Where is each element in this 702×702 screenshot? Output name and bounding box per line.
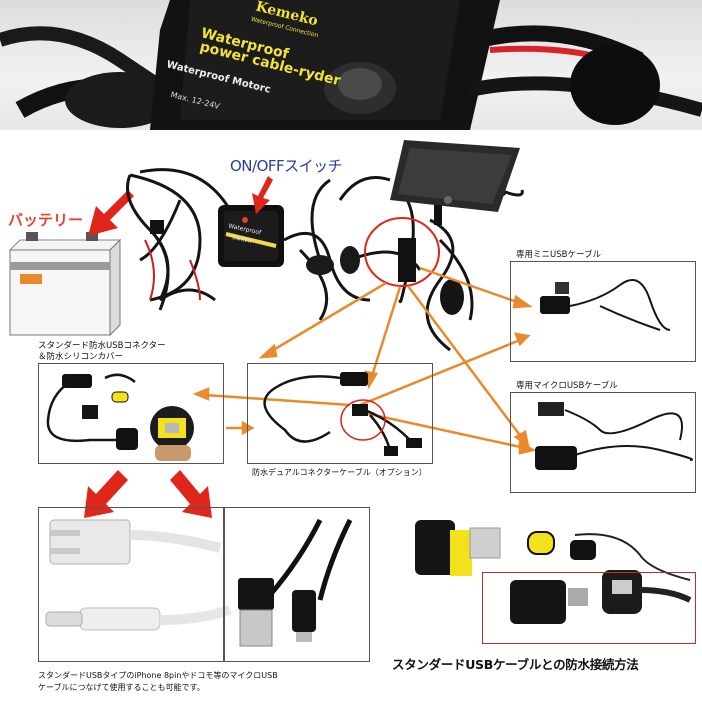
arrow-to-battery — [88, 190, 134, 236]
std-usb-note-line1: スタンダードUSBタイプのiPhone 8pinやドコモ等のマイクロUSB — [38, 671, 278, 680]
panel-method-frame — [482, 572, 696, 644]
micro-usb-cable-label: 専用マイクロUSBケーブル — [516, 381, 618, 391]
std-connector-label-line2: ＆防水シリコンカバー — [38, 352, 124, 362]
battery-label: バッテリー — [8, 211, 84, 229]
dual-connector-cable-label: 防水デュアルコネクターケーブル（オプション） — [252, 468, 427, 477]
switch-label: ON/OFFスイッチ — [230, 157, 343, 175]
waterproof-method-title: スタンダードUSBケーブルとの防水接続方法 — [392, 657, 639, 672]
micro-usb-cable-art — [564, 409, 693, 461]
arrow-to-switch — [252, 176, 273, 214]
mini-usb-cable-label: 専用ミニUSBケーブル — [516, 250, 601, 260]
battery-illustration — [8, 232, 122, 337]
smartphone — [390, 140, 520, 212]
panel-lightning — [38, 507, 224, 662]
panel-micro-usb — [510, 392, 696, 493]
panel-dual-connector — [247, 363, 433, 464]
arrow-down-left — [84, 470, 128, 518]
banner-photo-art — [0, 0, 702, 130]
panel-mini-usb — [510, 261, 696, 362]
panel-std-connector — [38, 363, 224, 464]
connector-highlight-circle — [364, 217, 440, 287]
method-art — [415, 520, 692, 624]
std-connector-label-line1: スタンダード防水USBコネクター — [38, 341, 166, 351]
mini-usb-cable-art — [569, 279, 671, 331]
product-photo-banner: Kemeko Waterproof Connection Waterproof … — [0, 0, 702, 130]
std-usb-note-line2: ケーブルにつなげて使用することも可能です。 — [38, 683, 205, 692]
arrow-down-right — [170, 470, 212, 518]
usb-micro-cable-art — [238, 518, 353, 647]
panel-usb-micro — [224, 507, 370, 662]
std-connector-art — [46, 373, 136, 443]
